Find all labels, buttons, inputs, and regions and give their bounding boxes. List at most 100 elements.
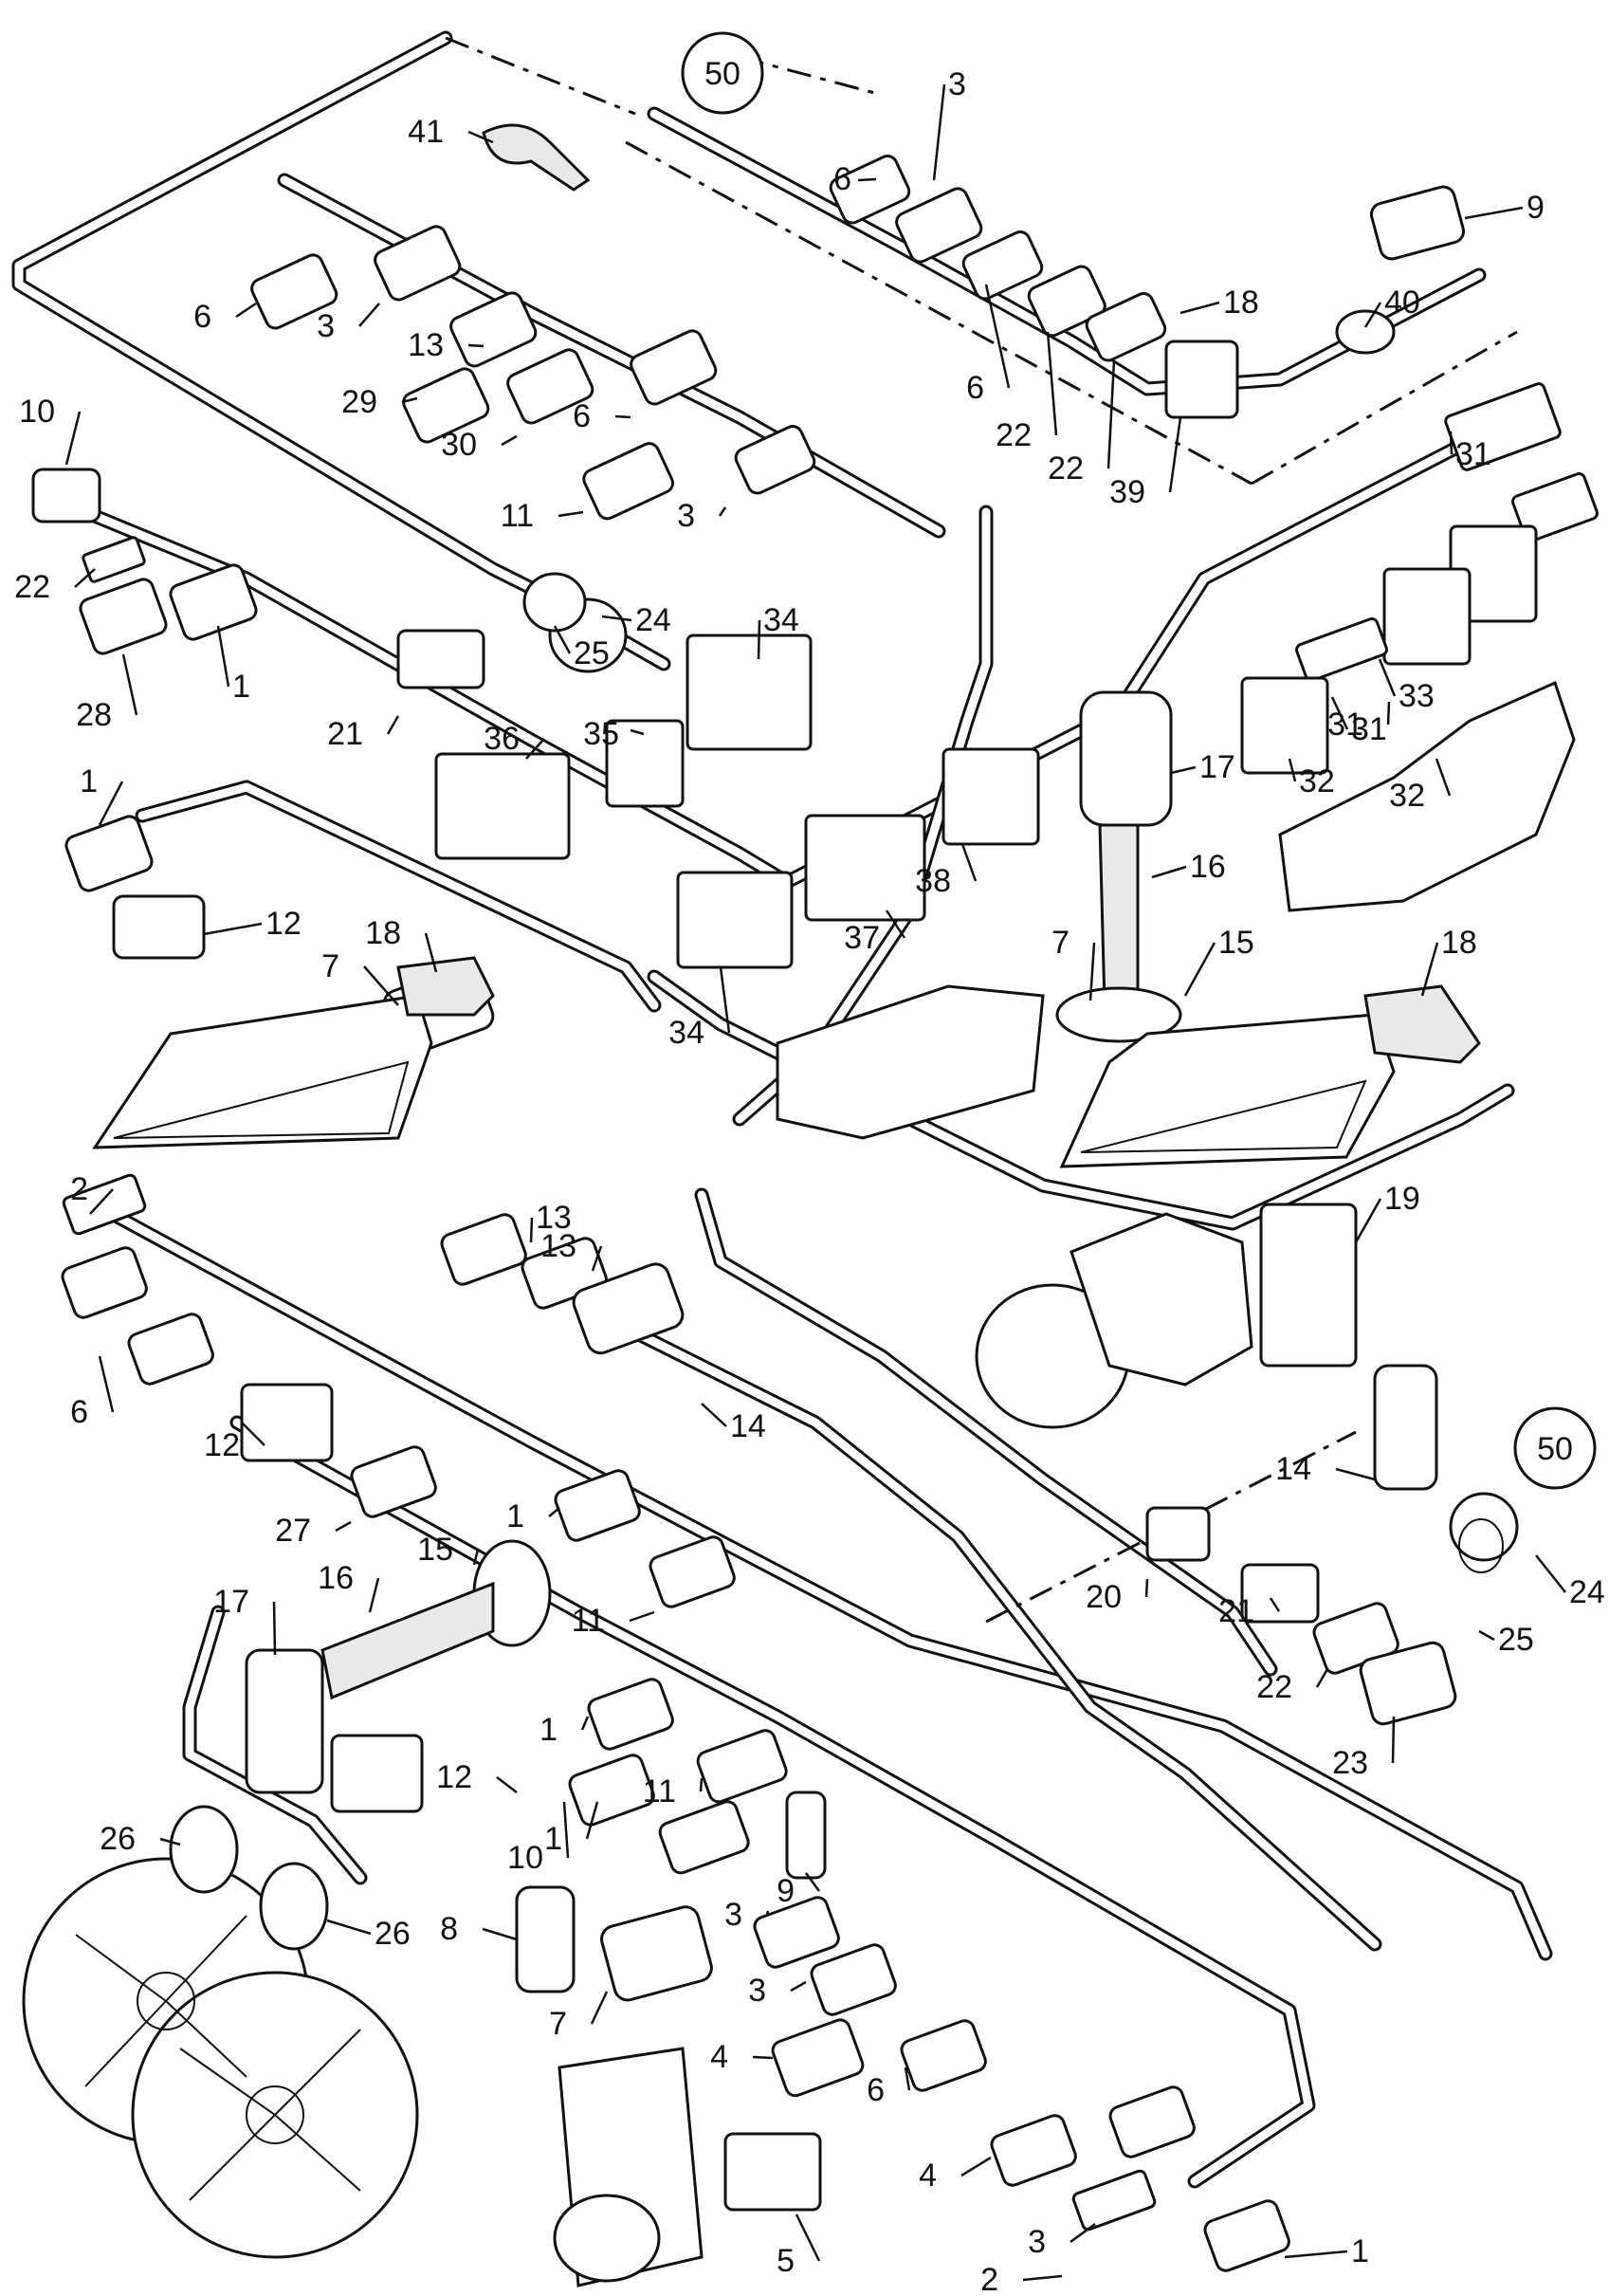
callout-number: 26 bbox=[100, 1821, 136, 1857]
callout-leader bbox=[529, 1217, 534, 1243]
callout-leader bbox=[1070, 2222, 1096, 2244]
callout-leader bbox=[562, 1801, 570, 1859]
callout-leader bbox=[629, 1610, 655, 1623]
callout-leader bbox=[1335, 1467, 1376, 1481]
callout-leader bbox=[424, 932, 438, 973]
callout-leader bbox=[216, 625, 230, 688]
callout-leader bbox=[960, 2156, 992, 2177]
callout-number: 24 bbox=[635, 602, 671, 638]
callout-number: 14 bbox=[1275, 1451, 1311, 1487]
callout-number: 22 bbox=[1256, 1669, 1292, 1705]
callout-number: 23 bbox=[1332, 1745, 1368, 1781]
callout-number: 35 bbox=[583, 716, 619, 752]
fuse-box bbox=[776, 984, 1045, 1140]
callout-leader bbox=[482, 1927, 518, 1941]
callout-number: 7 bbox=[549, 2006, 567, 2042]
callout-number: 29 bbox=[341, 384, 377, 420]
headlight-right bbox=[1059, 984, 1481, 1168]
callout-leader bbox=[1179, 301, 1220, 315]
callout-number: 6 bbox=[193, 299, 211, 335]
callout-leader bbox=[718, 506, 727, 517]
callout-leader bbox=[467, 343, 485, 348]
callout-leader bbox=[235, 302, 257, 319]
callout-number: 2 bbox=[980, 2262, 998, 2296]
callout-leader bbox=[1535, 1554, 1566, 1593]
callout-number: 38 bbox=[915, 863, 951, 899]
callout-number: 41 bbox=[408, 114, 444, 150]
callout-number: 7 bbox=[1051, 925, 1070, 961]
callout-leader bbox=[1478, 1629, 1495, 1642]
callout-number: 12 bbox=[265, 906, 302, 942]
callout-leader bbox=[984, 284, 1011, 389]
callout-number: 4 bbox=[919, 2158, 937, 2194]
callout-leader bbox=[1144, 1578, 1149, 1598]
radiator-fans bbox=[22, 1805, 419, 2259]
callout-leader bbox=[1315, 1668, 1329, 1688]
callout-leader bbox=[1330, 696, 1349, 730]
callout-leader bbox=[885, 909, 906, 939]
callout-leader bbox=[159, 1837, 181, 1846]
callout-number: 25 bbox=[574, 635, 610, 671]
callout-number: 33 bbox=[1399, 678, 1435, 714]
callout-number: 13 bbox=[408, 327, 444, 363]
callout-number: 34 bbox=[763, 602, 799, 638]
callout-number: 26 bbox=[375, 1916, 411, 1952]
callout-number: 31 bbox=[1455, 436, 1491, 472]
callout-number: 18 bbox=[1223, 285, 1259, 321]
reference-circle-right: 50 bbox=[1513, 1406, 1597, 1490]
callout-leader bbox=[790, 1980, 807, 1993]
callout-leader bbox=[1435, 758, 1452, 797]
callout-leader bbox=[580, 1716, 590, 1731]
abs-unit bbox=[975, 1203, 1358, 1429]
callout-leader bbox=[857, 177, 877, 182]
callout-leader bbox=[752, 2055, 774, 2060]
callout-leader bbox=[1046, 331, 1058, 436]
connector-group-top-right bbox=[482, 123, 1466, 419]
callout-leader bbox=[358, 303, 380, 327]
callout-leader bbox=[1170, 765, 1197, 775]
callout-number: 5 bbox=[777, 2243, 795, 2279]
callout-leader bbox=[1168, 416, 1182, 493]
callout-leader bbox=[1354, 1198, 1382, 1243]
callout-number: 10 bbox=[19, 394, 55, 430]
callout-number: 6 bbox=[70, 1394, 88, 1430]
callout-number: 25 bbox=[1498, 1622, 1534, 1658]
callout-number: 9 bbox=[777, 1873, 795, 1909]
callout-number: 6 bbox=[966, 370, 984, 406]
callout-number: 28 bbox=[76, 697, 112, 733]
callout-number: 6 bbox=[833, 161, 851, 197]
reference-circle-top: 50 bbox=[681, 31, 764, 115]
callout-number: 1 bbox=[539, 1712, 558, 1748]
callout-number: 32 bbox=[1299, 763, 1335, 799]
callout-leader bbox=[804, 1872, 821, 1892]
callout-number: 7 bbox=[321, 948, 339, 984]
callout-number: 1 bbox=[232, 669, 250, 705]
callout-number: 4 bbox=[710, 2039, 728, 2075]
callout-leader bbox=[1449, 431, 1454, 455]
callout-leader bbox=[496, 1776, 518, 1793]
callout-leader bbox=[590, 1991, 609, 2025]
callout-leader bbox=[74, 568, 96, 588]
ecu-bracket bbox=[553, 2047, 704, 2287]
callout-number: 9 bbox=[1527, 190, 1545, 226]
callout-leader bbox=[525, 738, 545, 760]
callout-number: 16 bbox=[318, 1560, 354, 1596]
callout-number: 6 bbox=[573, 398, 591, 434]
callout-number: 21 bbox=[1218, 1593, 1254, 1629]
callout-number: 12 bbox=[204, 1427, 240, 1463]
callout-number: 22 bbox=[996, 417, 1032, 453]
callout-leader bbox=[363, 965, 399, 1006]
callout-number: 3 bbox=[1028, 2224, 1046, 2260]
callout-leader bbox=[701, 1403, 727, 1427]
callout-leader bbox=[64, 411, 82, 466]
callout-leader bbox=[121, 653, 138, 716]
callout-number: 1 bbox=[1351, 2233, 1369, 2269]
callout-leader bbox=[699, 1777, 704, 1792]
callout-leader bbox=[1088, 942, 1096, 1001]
callout-number: 36 bbox=[484, 721, 520, 757]
callout-leader bbox=[591, 1245, 603, 1272]
callout-leader bbox=[1288, 758, 1297, 782]
callout-number: 3 bbox=[748, 1973, 766, 2009]
callout-number: 2 bbox=[70, 1171, 88, 1207]
